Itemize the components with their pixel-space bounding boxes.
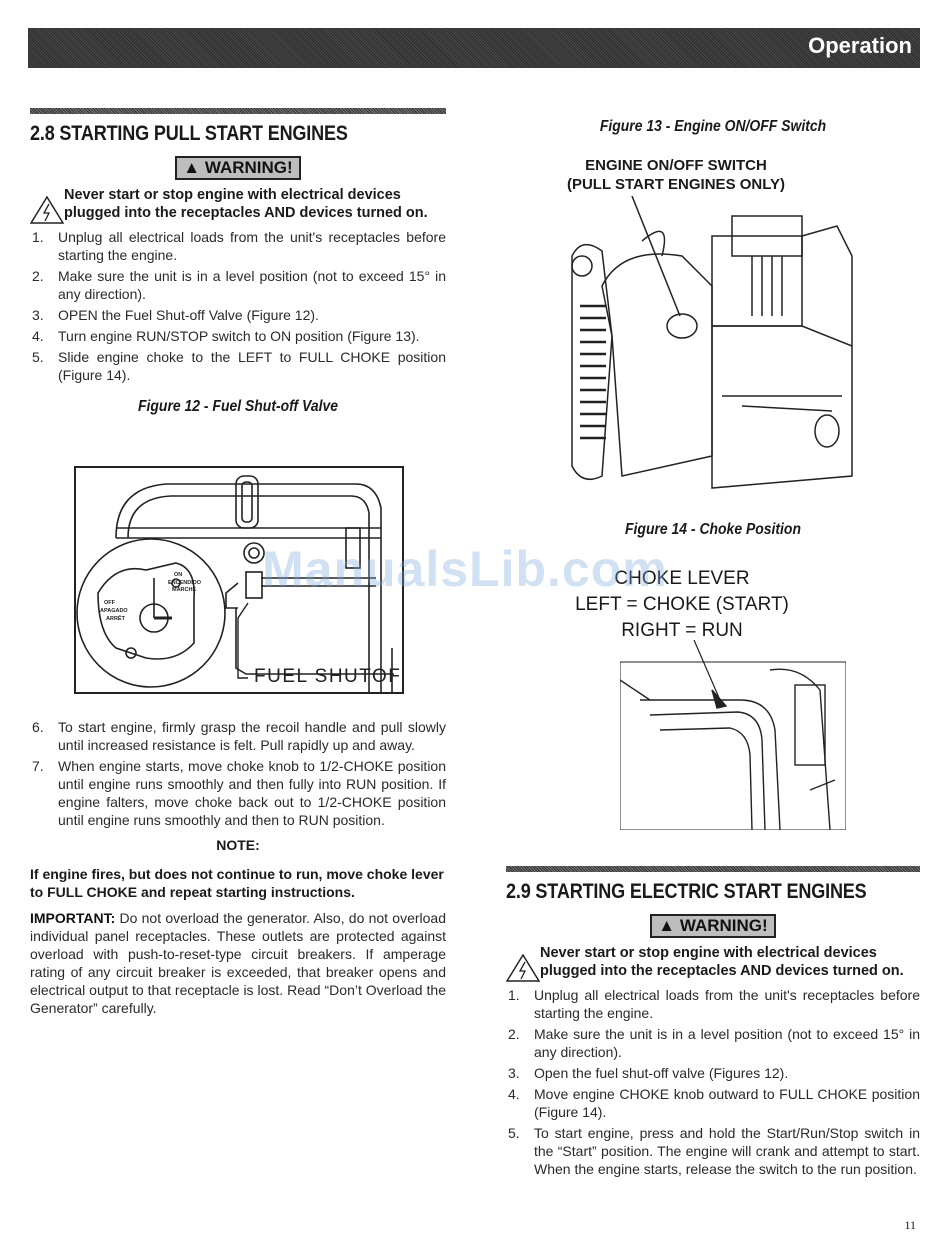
header-title: Operation bbox=[808, 33, 912, 58]
section-title: 2.9 STARTING ELECTRIC START ENGINES bbox=[506, 880, 867, 903]
list-item: 4.Move engine CHOKE knob outward to FULL… bbox=[508, 1086, 920, 1120]
svg-text:MARCHE: MARCHE bbox=[172, 587, 196, 593]
electric-hazard-icon bbox=[30, 196, 64, 224]
list-item: 2.Make sure the unit is in a level posit… bbox=[32, 268, 446, 302]
figure-13-labels: ENGINE ON/OFF SWITCH (PULL START ENGINES… bbox=[566, 157, 786, 193]
figure-14-labels: CHOKE LEVER LEFT = CHOKE (START) RIGHT =… bbox=[575, 568, 789, 641]
figure-13-engine-image bbox=[571, 196, 853, 489]
list-item: 5.Slide engine choke to the LEFT to FULL… bbox=[32, 349, 446, 383]
section-2-9: 2.9 STARTING ELECTRIC START ENGINES ▲ WA… bbox=[506, 866, 920, 1181]
svg-text:OFF: OFF bbox=[104, 600, 116, 606]
figure-13-caption: Figure 13 - Engine ON/OFF Switch bbox=[599, 118, 827, 135]
note-heading: NOTE: bbox=[216, 837, 260, 853]
svg-text:ON: ON bbox=[174, 572, 182, 578]
note-body: If engine fires, but does not continue t… bbox=[30, 866, 444, 900]
section-rule bbox=[506, 866, 920, 872]
figure-12-caption: Figure 12 - Fuel Shut-off Valve bbox=[138, 398, 338, 415]
list-item: 7.When engine starts, move choke knob to… bbox=[32, 758, 446, 828]
list-item: 5.To start engine, press and hold the St… bbox=[508, 1125, 920, 1177]
section-rule bbox=[30, 108, 446, 114]
list-item: 1.Unplug all electrical loads from the u… bbox=[508, 987, 920, 1021]
figure-14-choke-image bbox=[620, 640, 846, 830]
list-item: 3.OPEN the Fuel Shut-off Valve (Figure 1… bbox=[32, 307, 319, 323]
header-bar: Operation bbox=[28, 28, 920, 68]
figure-12-image: ON ENCENDIDO MARCHE OFF APAGADO ARRÊT FU… bbox=[74, 466, 413, 694]
electric-hazard-icon bbox=[506, 954, 540, 982]
list-item: 1.Unplug all electrical loads from the u… bbox=[32, 229, 446, 263]
list-item: 3.Open the fuel shut-off valve (Figures … bbox=[508, 1065, 789, 1081]
warning-triangle-icon: ▲ bbox=[658, 916, 676, 935]
steps-list-a: 1.Unplug all electrical loads from the u… bbox=[30, 228, 446, 384]
list-item: 2.Make sure the unit is in a level posit… bbox=[508, 1026, 920, 1060]
warning-badge: ▲ WARNING! bbox=[650, 914, 776, 938]
fuel-shutoff-label: FUEL SHUTOFF bbox=[254, 666, 402, 687]
list-item: 4.Turn engine RUN/STOP switch to ON posi… bbox=[32, 328, 420, 344]
section-2-8-continued: 6.To start engine, firmly grasp the reco… bbox=[30, 718, 446, 1017]
warning-text: Never start or stop engine with electric… bbox=[506, 944, 920, 982]
list-item: 6.To start engine, firmly grasp the reco… bbox=[32, 719, 446, 753]
svg-text:APAGADO: APAGADO bbox=[100, 608, 128, 614]
steps-list: 1.Unplug all electrical loads from the u… bbox=[506, 986, 920, 1178]
watermark: ManualsLib.com bbox=[262, 541, 668, 597]
figure-14-caption: Figure 14 - Choke Position bbox=[625, 521, 801, 538]
steps-list-b: 6.To start engine, firmly grasp the reco… bbox=[30, 718, 446, 829]
warning-triangle-icon: ▲ bbox=[183, 158, 201, 177]
section-2-8: 2.8 STARTING PULL START ENGINES ▲ WARNIN… bbox=[30, 108, 446, 416]
section-title: 2.8 STARTING PULL START ENGINES bbox=[30, 122, 348, 145]
svg-text:ARRÊT: ARRÊT bbox=[106, 614, 126, 622]
warning-text: Never start or stop engine with electric… bbox=[30, 186, 446, 224]
page-number: 11 bbox=[904, 1218, 916, 1232]
svg-text:ENCENDIDO: ENCENDIDO bbox=[168, 580, 202, 586]
warning-badge: ▲ WARNING! bbox=[175, 156, 301, 180]
important-paragraph: IMPORTANT: Do not overload the generator… bbox=[30, 910, 446, 1016]
